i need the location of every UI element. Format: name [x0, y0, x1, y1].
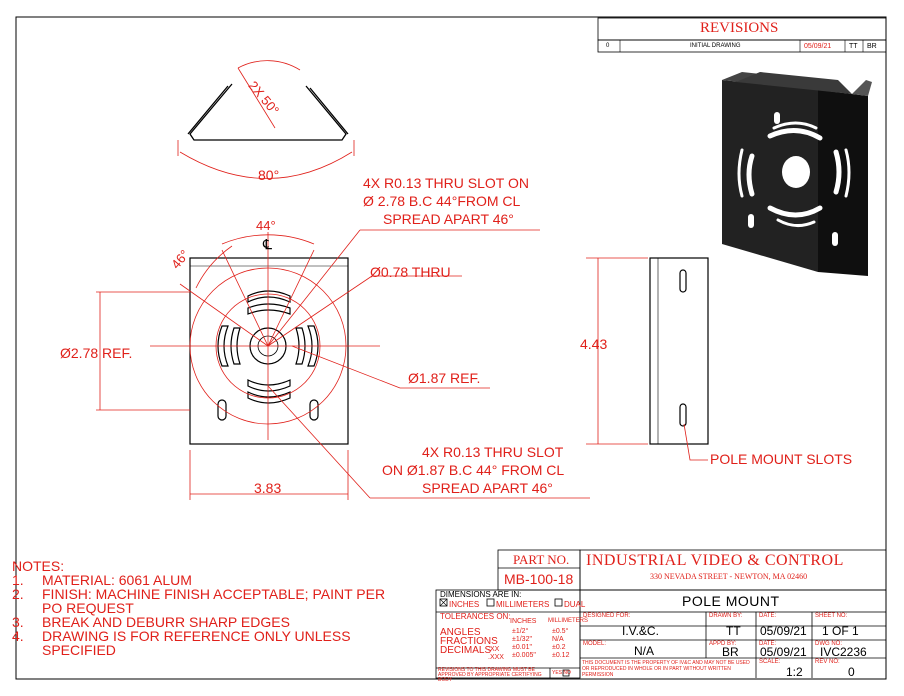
- date: 05/09/21: [760, 624, 807, 638]
- notes-title: NOTES:: [12, 558, 65, 574]
- option-mm: MILLIMETERS: [496, 600, 550, 609]
- company-address: 330 NEVADA STREET - NEWTON, MA 02460: [650, 572, 808, 581]
- drawing-title: POLE MOUNT: [682, 593, 780, 609]
- option-inches: INCHES: [449, 600, 480, 609]
- revision-date: 05/09/21: [804, 43, 832, 50]
- model-label: MODEL:: [583, 641, 607, 647]
- drawn-by: TT: [726, 624, 741, 638]
- tol-inches-values: ±1/2° ±1/32" ±0.01" ±0.005": [512, 628, 536, 659]
- revision-appd: BR: [867, 43, 877, 50]
- tolerances-label: TOLERANCES ON:: [440, 612, 511, 621]
- designed-for: I.V.&C.: [622, 624, 659, 638]
- top-view-dims: [177, 60, 355, 179]
- sheet-number: 1 OF 1: [822, 624, 859, 638]
- title-block: [435, 549, 887, 679]
- width-dimension: 3.83: [254, 480, 282, 496]
- date-label: DATE:: [759, 613, 777, 619]
- revision-description: INITIAL DRAWING: [690, 43, 741, 49]
- company-name: INDUSTRIAL VIDEO & CONTROL: [586, 552, 844, 569]
- bc-inner-label: Ø1.87 REF.: [408, 370, 481, 386]
- outer-slot-callout-line-3: SPREAD APART 46°: [383, 211, 514, 227]
- inner-slot-callout-line-2: ON Ø1.87 B.C 44° FROM CL: [382, 462, 565, 478]
- centerline-symbol: ℄: [263, 236, 272, 252]
- inner-slot-callout: 4X R0.13 THRU SLOT ON Ø1.87 B.C 44° FROM…: [382, 443, 564, 497]
- option-dual: DUAL: [564, 600, 586, 609]
- outer-slot-callout: 4X R0.13 THRU SLOT ON Ø 2.78 B.C 44°FROM…: [363, 174, 529, 228]
- center-hole-label: Ø0.78 THRU: [370, 264, 451, 280]
- scale: 1:2: [786, 665, 803, 679]
- revisions-title: REVISIONS: [700, 20, 779, 36]
- note-2-cont: PO REQUEST: [42, 600, 134, 616]
- date2-label: DATE:: [759, 641, 777, 647]
- property-note: THIS DOCUMENT IS THE PROPERTY OF IV&C AN…: [582, 660, 750, 678]
- bend-angle-label: 80°: [258, 167, 280, 183]
- drawn-by-label: DRAWN BY:: [709, 613, 743, 619]
- appd-by: BR: [722, 645, 739, 659]
- dec-labels: .XX .XXX: [488, 646, 504, 661]
- tol-labels: ANGLES FRACTIONS DECIMALS: [440, 627, 498, 656]
- scale-label: SCALE:: [759, 659, 781, 665]
- revisions-table: [597, 17, 887, 53]
- dwg-no: IVC2236: [820, 645, 867, 659]
- tol-mm-values: ±0.5° N/A ±0.2 ±0.12: [552, 628, 570, 659]
- front-view-dims: [96, 229, 590, 500]
- side-view-dims: [586, 257, 708, 461]
- note-4: 4.DRAWING IS FOR REFERENCE ONLY UNLESS: [12, 628, 351, 644]
- sheet-label: SHEET NO:: [815, 613, 848, 619]
- inner-slot-callout-line-3: SPREAD APART 46°: [422, 480, 553, 496]
- rev-no-label: REV NO:: [815, 659, 840, 665]
- outer-slot-callout-line-1: 4X R0.13 THRU SLOT ON: [363, 175, 529, 191]
- rev-no: 0: [848, 665, 855, 679]
- appd-by-label: APPD BY:: [709, 641, 737, 647]
- designed-for-label: DESIGNED FOR:: [583, 613, 631, 619]
- dwg-no-label: DWG NO:: [815, 641, 842, 647]
- bc-ref-label: Ø2.78 REF.: [60, 345, 133, 361]
- tol-col-inches: INCHES: [510, 618, 537, 625]
- tol-col-mm: MILLIMETERS: [548, 618, 589, 624]
- model: N/A: [634, 644, 655, 658]
- outer-slot-callout-line-2: Ø 2.78 B.C 44°FROM CL: [363, 193, 521, 209]
- note-4-cont: SPECIFIED: [42, 642, 116, 658]
- sheet-border: [15, 16, 887, 680]
- yes-no-label: YES NO: [552, 670, 571, 676]
- notes-block: NOTES: 1.MATERIAL: 6061 ALUM 2.FINISH: M…: [12, 559, 385, 657]
- pole-mount-slots-label: POLE MOUNT SLOTS: [710, 451, 853, 467]
- side-view: [649, 257, 709, 445]
- part-no: MB-100-18: [504, 571, 574, 587]
- height-dimension: 4.43: [580, 336, 608, 352]
- dimensions-in-label: DIMENSIONS ARE IN:: [440, 590, 522, 599]
- angle-44-label: 44°: [256, 218, 276, 233]
- part-3d-render: [722, 72, 872, 276]
- note-1: 1.MATERIAL: 6061 ALUM: [12, 572, 192, 588]
- front-view: [189, 257, 349, 445]
- revision-number: 0: [606, 43, 610, 49]
- revision-by: TT: [849, 43, 858, 50]
- revision-approval-note: REVISIONS TO THIS DRAWING MUST BE APPROV…: [438, 667, 542, 683]
- note-3: 3.BREAK AND DEBURR SHARP EDGES: [12, 614, 290, 630]
- note-2: 2.FINISH: MACHINE FINISH ACCEPTABLE; PAI…: [12, 586, 386, 602]
- top-view: [187, 83, 349, 141]
- date2: 05/09/21: [760, 645, 807, 659]
- part-no-label: PART NO.: [513, 552, 570, 567]
- inner-slot-callout-line-1: 4X R0.13 THRU SLOT: [422, 444, 564, 460]
